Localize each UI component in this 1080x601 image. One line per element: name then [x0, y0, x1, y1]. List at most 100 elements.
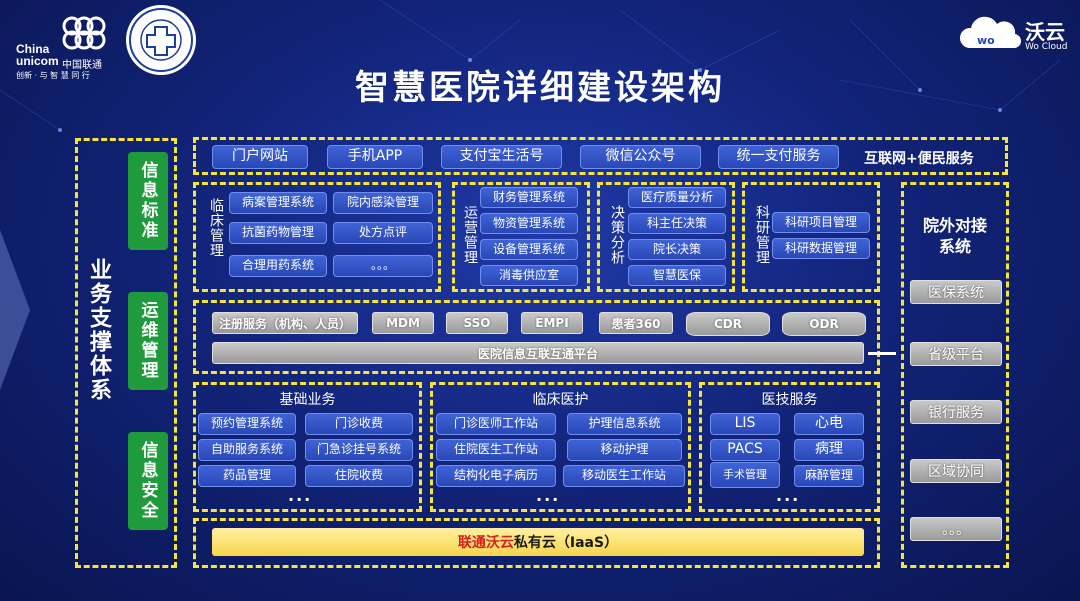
medtech-title: 医技服务	[761, 392, 818, 408]
operation-mgmt-title: 运营管理	[462, 205, 478, 265]
wocloud-cn: 沃云	[1025, 20, 1065, 44]
outpatient-fee-button[interactable]: 门诊收费	[305, 413, 413, 435]
self-service-button[interactable]: 自助服务系统	[198, 439, 296, 461]
bank-service-button[interactable]: 银行服务	[910, 400, 1002, 424]
left-arrow-decoration	[0, 210, 40, 410]
medical-record-button[interactable]: 病案管理系统	[229, 192, 327, 214]
unicom-knot-icon	[62, 16, 106, 50]
unified-payment-button[interactable]: 统一支付服务	[718, 145, 839, 169]
external-systems-frame	[901, 182, 1009, 568]
decision-title: 决策分析	[609, 205, 625, 265]
mobile-app-button[interactable]: 手机APP	[327, 145, 423, 169]
portal-website-button[interactable]: 门户网站	[212, 145, 308, 169]
quality-analysis-button[interactable]: 医疗质量分析	[628, 187, 726, 208]
clinical-care-frame	[430, 382, 691, 512]
regional-collab-button[interactable]: 区域协同	[910, 459, 1002, 483]
medtech-more: ...	[776, 486, 801, 505]
material-mgmt-button[interactable]: 物资管理系统	[480, 213, 578, 234]
medtech-frame	[699, 382, 880, 512]
outpatient-doctor-button[interactable]: 门诊医师工作站	[436, 413, 556, 435]
hospital-seal-logo	[126, 5, 196, 75]
clinical-mgmt-frame	[193, 182, 441, 292]
insurance-system-button[interactable]: 医保系统	[910, 280, 1002, 304]
research-data-button[interactable]: 科研数据管理	[772, 238, 870, 259]
wechat-account-button[interactable]: 微信公众号	[580, 145, 701, 169]
pacs-button[interactable]: PACS	[710, 439, 780, 461]
smart-insurance-button[interactable]: 智慧医保	[628, 265, 726, 286]
rational-drug-button[interactable]: 合理用药系统	[229, 255, 327, 277]
odr-button[interactable]: ODR	[782, 312, 866, 336]
alipay-button[interactable]: 支付宝生活号	[441, 145, 562, 169]
research-project-button[interactable]: 科研项目管理	[772, 212, 870, 233]
lis-button[interactable]: LIS	[710, 413, 780, 435]
mobile-nursing-button[interactable]: 移动护理	[567, 439, 682, 461]
provincial-platform-button[interactable]: 省级平台	[910, 342, 1002, 366]
cloud-icon: wo	[959, 16, 1022, 49]
external-more-button[interactable]: 。。。	[910, 517, 1002, 541]
badge-ops-management: 运维管理	[128, 292, 168, 390]
inpatient-doctor-button[interactable]: 住院医生工作站	[436, 439, 556, 461]
cloud-bar-rest: 私有云（IaaS）	[513, 535, 619, 551]
unicom-en-line1: China	[16, 42, 50, 56]
antibiotic-mgmt-button[interactable]: 抗菌药物管理	[229, 222, 327, 244]
china-unicom-logo: China unicom 中国联通 创新 · 与 智 慧 同 行	[10, 12, 122, 82]
left-support-frame	[75, 138, 177, 568]
finance-mgmt-button[interactable]: 财务管理系统	[480, 187, 578, 208]
empi-button[interactable]: EMPI	[521, 312, 583, 334]
equipment-mgmt-button[interactable]: 设备管理系统	[480, 239, 578, 260]
wocloud-en: Wo Cloud	[1025, 42, 1068, 52]
interoperability-platform-bar[interactable]: 医院信息互联互通平台	[212, 342, 864, 364]
external-title-line2: 系统	[938, 237, 971, 256]
appointment-button[interactable]: 预约管理系统	[198, 413, 296, 435]
private-cloud-bar[interactable]: 联通沃云 私有云（IaaS）	[212, 528, 864, 556]
support-system-title: 业务支撑体系	[86, 258, 111, 402]
platform-frame	[193, 300, 880, 374]
unicom-slogan: 创新 · 与 智 慧 同 行	[16, 71, 90, 80]
clinical-mgmt-title: 临床管理	[208, 198, 224, 258]
operation-mgmt-frame	[452, 182, 590, 292]
president-decision-button[interactable]: 院长决策	[628, 239, 726, 260]
sterilization-button[interactable]: 消毒供应室	[480, 265, 578, 286]
clinical-care-title: 临床医护	[532, 392, 589, 408]
prescription-review-button[interactable]: 处方点评	[333, 222, 433, 244]
mobile-doctor-button[interactable]: 移动医生工作站	[563, 465, 685, 487]
registration-button[interactable]: 门急诊挂号系统	[305, 439, 413, 461]
research-title: 科研管理	[754, 205, 770, 265]
page-title: 智慧医院详细建设架构	[355, 68, 725, 108]
basic-business-title: 基础业务	[279, 392, 336, 408]
registration-service-button[interactable]: 注册服务（机构、人员）	[212, 312, 358, 334]
cdr-button[interactable]: CDR	[686, 312, 770, 336]
badge-info-security: 信息安全	[128, 432, 168, 530]
platform-connector	[868, 352, 896, 355]
basic-more: ...	[288, 486, 313, 505]
clinical-more-button[interactable]: 。。。	[333, 255, 433, 277]
sso-button[interactable]: SSO	[446, 312, 508, 334]
unicom-en-line2: unicom	[16, 54, 59, 68]
anesthesia-mgmt-button[interactable]: 麻醉管理	[794, 465, 864, 487]
nursing-info-button[interactable]: 护理信息系统	[567, 413, 682, 435]
badge-info-standard: 信息标准	[128, 152, 168, 250]
cloud-bar-highlight: 联通沃云	[457, 535, 514, 551]
clinical-care-more: ...	[536, 486, 561, 505]
hospital-seal-icon	[129, 8, 193, 72]
pathology-button[interactable]: 病理	[794, 439, 864, 461]
patient360-button[interactable]: 患者360	[599, 312, 673, 334]
internet-service-frame	[193, 137, 1008, 175]
mdm-button[interactable]: MDM	[372, 312, 434, 334]
external-title-line1: 院外对接	[922, 216, 987, 235]
research-frame	[742, 182, 880, 292]
unicom-cn: 中国联通	[62, 60, 102, 71]
internet-plus-label: 互联网+便民服务	[864, 151, 974, 167]
drug-mgmt-button[interactable]: 药品管理	[198, 465, 296, 487]
surgery-mgmt-button[interactable]: 手术管理	[710, 462, 780, 488]
basic-business-frame	[193, 382, 422, 512]
decision-frame	[597, 182, 735, 292]
director-decision-button[interactable]: 科主任决策	[628, 213, 726, 234]
ecg-button[interactable]: 心电	[794, 413, 864, 435]
svg-text:wo: wo	[977, 34, 995, 47]
infection-mgmt-button[interactable]: 院内感染管理	[333, 192, 433, 214]
emr-button[interactable]: 结构化电子病历	[436, 465, 556, 487]
inpatient-fee-button[interactable]: 住院收费	[305, 465, 413, 487]
cloud-frame	[193, 518, 880, 568]
